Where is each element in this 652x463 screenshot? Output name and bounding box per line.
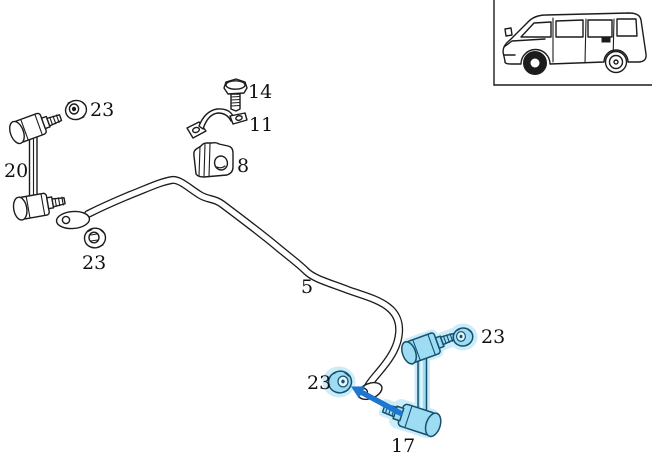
pointer-arrow [351, 386, 403, 416]
callout-8: 8 [237, 155, 249, 177]
part-nut-23-left-of-bar [327, 370, 353, 394]
part-clamp-11 [186, 108, 248, 139]
callout-23-arrow: 23 [307, 372, 331, 394]
callout-20: 20 [4, 160, 28, 182]
part-link-20 [9, 112, 66, 221]
van-mirror [504, 27, 513, 37]
part-nut-23-right [452, 327, 474, 347]
callout-23-top-left: 23 [90, 99, 114, 121]
part-bolt-14 [223, 78, 248, 112]
part-nut-23-top-left [64, 99, 88, 121]
part-bushing-8 [193, 141, 234, 178]
callout-17: 17 [391, 435, 415, 457]
callout-23-mid-left: 23 [82, 252, 106, 274]
part-stabilizer-bar-5 [55, 175, 404, 401]
part-nut-23-mid-left [83, 227, 107, 249]
bar-eye-left [55, 210, 91, 230]
van-illustration [502, 12, 647, 75]
callout-11: 11 [249, 114, 273, 136]
callout-5: 5 [301, 276, 313, 298]
van-door-handle [601, 37, 611, 43]
callout-14: 14 [248, 81, 272, 103]
callout-23-right: 23 [481, 326, 505, 348]
van-inset-box [493, 0, 652, 86]
front-wheel-marker [523, 51, 547, 75]
rear-wheel [604, 50, 628, 74]
